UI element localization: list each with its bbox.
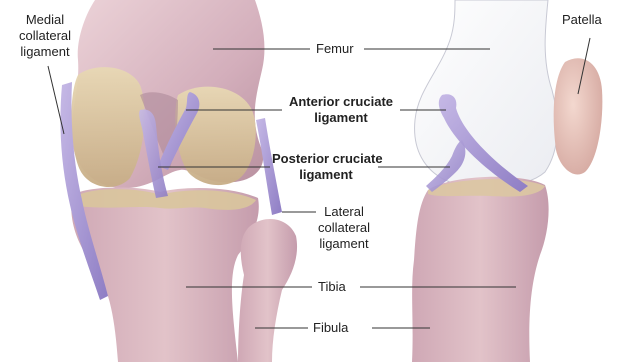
label-patella: Patella (562, 12, 602, 28)
label-fibula: Fibula (313, 320, 348, 336)
label-lateral-collateral-ligament: Lateral collateral ligament (306, 204, 382, 252)
right-tibia (412, 177, 549, 362)
left-medial-condyle (71, 67, 144, 187)
label-femur: Femur (316, 41, 354, 57)
patella (554, 58, 603, 174)
label-medial-collateral-ligament: Medial collateral ligament (4, 12, 86, 60)
left-fibula (238, 219, 297, 362)
label-anterior-cruciate-ligament: Anterior cruciate ligament (280, 94, 402, 126)
label-tibia: Tibia (318, 279, 346, 295)
label-posterior-cruciate-ligament: Posterior cruciate ligament (272, 151, 380, 183)
